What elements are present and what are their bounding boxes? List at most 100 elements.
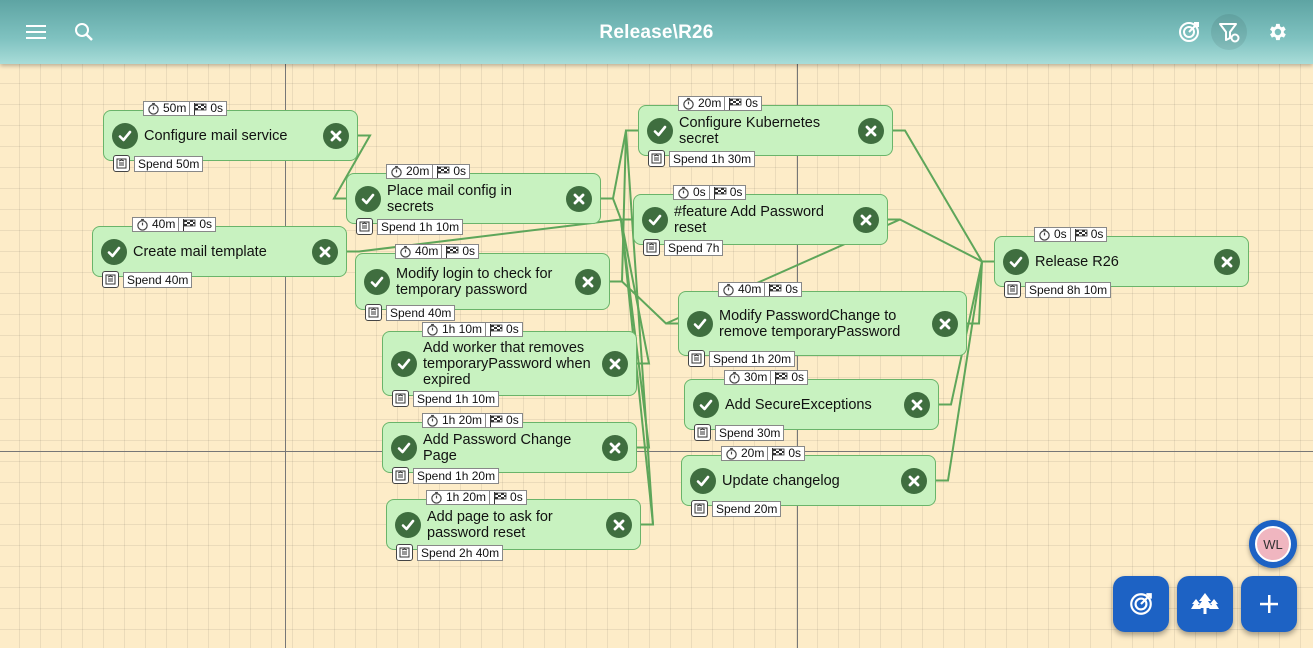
close-icon[interactable]	[932, 311, 958, 337]
complete-check-icon[interactable]	[101, 239, 127, 265]
complete-check-icon[interactable]	[642, 207, 668, 233]
worklog-icon[interactable]	[356, 218, 373, 235]
avatar[interactable]: WL	[1249, 520, 1297, 568]
remaining-value: 0s	[462, 245, 475, 258]
worklog-icon[interactable]	[691, 500, 708, 517]
task-card[interactable]: Add page to ask for password reset	[386, 499, 641, 550]
complete-check-icon[interactable]	[355, 186, 381, 212]
task-card[interactable]: Modify PasswordChange to remove temporar…	[678, 291, 967, 356]
spend-label: Spend 1h 20m	[709, 351, 795, 367]
worklog-icon[interactable]	[688, 350, 705, 367]
task-label: Add worker that removes temporaryPasswor…	[423, 340, 596, 388]
remaining-value: 0s	[510, 491, 523, 504]
task-card[interactable]: Configure mail service	[103, 110, 358, 161]
task-card[interactable]: Release R26	[994, 236, 1249, 287]
complete-check-icon[interactable]	[690, 468, 716, 494]
estimate-value: 50m	[163, 102, 186, 115]
spend-row: Spend 1h 20m	[392, 467, 499, 484]
time-badge: 30m0s	[724, 370, 808, 385]
estimate-value: 1h 10m	[442, 323, 482, 336]
checkered-flag-icon	[774, 372, 788, 384]
task-card[interactable]: Create mail template	[92, 226, 347, 277]
worklog-icon[interactable]	[392, 467, 409, 484]
task-card[interactable]: Update changelog	[681, 455, 936, 506]
close-icon[interactable]	[575, 269, 601, 295]
page-title: Release\R26	[0, 22, 1313, 44]
checkered-flag-icon	[1074, 229, 1088, 241]
remaining-value: 0s	[788, 447, 801, 460]
task-card[interactable]: Modify login to check for temporary pass…	[355, 253, 610, 310]
task-card[interactable]: Configure Kubernetes secret	[638, 105, 893, 156]
remaining-value: 0s	[785, 283, 798, 296]
task-card[interactable]: Add Password Change Page	[382, 422, 637, 473]
time-badge: 20m 0s	[721, 446, 805, 461]
gear-icon[interactable]	[1259, 14, 1295, 50]
complete-check-icon[interactable]	[395, 512, 421, 538]
stopwatch-icon	[682, 97, 695, 110]
complete-check-icon[interactable]	[647, 118, 673, 144]
complete-check-icon[interactable]	[112, 123, 138, 149]
worklog-icon[interactable]	[648, 150, 665, 167]
complete-check-icon[interactable]	[687, 311, 713, 337]
target-icon[interactable]	[1171, 14, 1207, 50]
tree-layout-button[interactable]	[1177, 576, 1233, 632]
close-icon[interactable]	[1214, 249, 1240, 275]
close-icon[interactable]	[312, 239, 338, 265]
checkered-flag-icon	[768, 284, 782, 296]
estimate-value: 20m	[741, 447, 764, 460]
close-icon[interactable]	[606, 512, 632, 538]
worklog-icon[interactable]	[365, 304, 382, 321]
complete-check-icon[interactable]	[364, 269, 390, 295]
close-icon[interactable]	[602, 351, 628, 377]
task-label: Create mail template	[133, 244, 306, 260]
close-icon[interactable]	[566, 186, 592, 212]
task-card[interactable]: #feature Add Password reset	[633, 194, 888, 245]
time-badge: 0s0s	[1034, 227, 1107, 242]
close-icon[interactable]	[323, 123, 349, 149]
worklog-icon[interactable]	[1004, 281, 1021, 298]
add-task-button[interactable]	[1241, 576, 1297, 632]
stopwatch-icon	[399, 245, 412, 258]
worklog-icon[interactable]	[113, 155, 130, 172]
worklog-icon[interactable]	[392, 390, 409, 407]
spend-row: Spend 7h	[643, 239, 723, 256]
stopwatch-icon	[147, 102, 160, 115]
worklog-icon[interactable]	[102, 271, 119, 288]
close-icon[interactable]	[901, 468, 927, 494]
filter-settings-icon[interactable]	[1211, 14, 1247, 50]
task-card[interactable]: Add worker that removes temporaryPasswor…	[382, 331, 637, 396]
spend-row: Spend 1h 20m	[688, 350, 795, 367]
task-label: Configure mail service	[144, 128, 317, 144]
remaining-value: 0s	[1091, 228, 1104, 241]
stopwatch-icon	[430, 491, 443, 504]
close-icon[interactable]	[904, 392, 930, 418]
checkered-flag-icon	[771, 448, 785, 460]
task-card[interactable]: Add SecureExceptions	[684, 379, 939, 430]
task-graph-canvas[interactable]: Configure mail service 50m0sSpend 50m Cr…	[0, 64, 1313, 648]
worklog-icon[interactable]	[643, 239, 660, 256]
stopwatch-icon	[725, 447, 738, 460]
time-badge: 40m0s	[718, 282, 802, 297]
complete-check-icon[interactable]	[391, 351, 417, 377]
spend-label: Spend 1h 20m	[413, 468, 499, 484]
task-card[interactable]: Place mail config in secrets	[346, 173, 601, 224]
stopwatch-icon	[1038, 228, 1051, 241]
worklog-icon[interactable]	[396, 544, 413, 561]
focus-target-button[interactable]	[1113, 576, 1169, 632]
complete-check-icon[interactable]	[1003, 249, 1029, 275]
task-label: Modify login to check for temporary pass…	[396, 266, 569, 298]
complete-check-icon[interactable]	[391, 435, 417, 461]
spend-row: Spend 1h 10m	[392, 390, 499, 407]
task-label: Place mail config in secrets	[387, 183, 560, 215]
estimate-value: 1h 20m	[442, 414, 482, 427]
close-icon[interactable]	[602, 435, 628, 461]
checkered-flag-icon	[182, 219, 196, 231]
close-icon[interactable]	[858, 118, 884, 144]
checkered-flag-icon	[436, 166, 450, 178]
spend-label: Spend 40m	[386, 305, 455, 321]
close-icon[interactable]	[853, 207, 879, 233]
stopwatch-icon	[390, 165, 403, 178]
remaining-value: 0s	[199, 218, 212, 231]
worklog-icon[interactable]	[694, 424, 711, 441]
complete-check-icon[interactable]	[693, 392, 719, 418]
